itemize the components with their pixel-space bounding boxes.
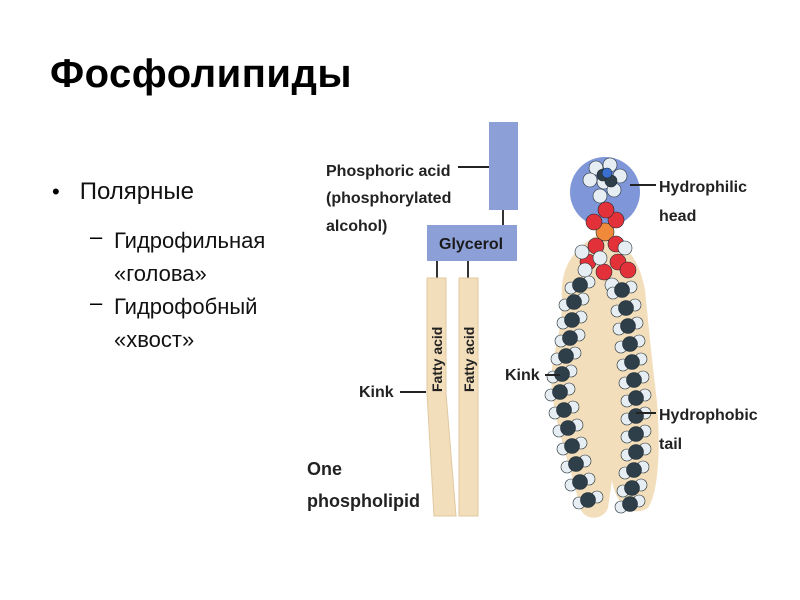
sub-item-hydrophobic: – Гидрофобный «хвост»: [90, 290, 257, 356]
hydrogen-atom: [592, 250, 608, 266]
kink-label-left: Kink: [359, 384, 394, 401]
hydrogen-atom: [617, 240, 633, 256]
carbon-atom: [628, 390, 644, 406]
carbon-atom: [626, 462, 642, 478]
hydrophobic-label-line1: Hydrophobic: [659, 407, 758, 424]
carbon-atom: [558, 348, 574, 364]
oxygen-atom: [607, 211, 625, 229]
glycerol-block: [427, 225, 517, 261]
phosphorus-atom: [595, 222, 615, 242]
hydrogen-atom: [574, 244, 590, 260]
phosphoric-label-line3: alcohol): [326, 218, 387, 235]
oxygen-atom: [585, 213, 603, 231]
hydrophobic-label-line2: tail: [659, 436, 682, 453]
phosphate-block: [489, 122, 518, 210]
carbon-atom: [566, 294, 582, 310]
carbon-atom: [614, 282, 630, 298]
carbon-atom: [556, 402, 572, 418]
carbon-atom: [618, 300, 634, 316]
phosphoric-label-line1: Phosphoric acid: [326, 163, 450, 180]
bullet-polar: • Полярные: [52, 178, 194, 206]
carbon-atom: [624, 354, 640, 370]
glycerol-label: Glycerol: [439, 236, 503, 253]
oxygen-atom: [619, 261, 637, 279]
hydrogen-atom: [582, 172, 598, 188]
slide-title: Фосфолипиды: [50, 52, 353, 96]
fatty-acid-label-left: Fatty acid: [429, 327, 445, 392]
carbon-atom: [552, 384, 568, 400]
fatty-acid-chain-left: [426, 277, 457, 517]
carbon-atom: [564, 438, 580, 454]
nitrogen-atom: [601, 167, 613, 179]
carbon-atom: [572, 474, 588, 490]
sub-item-text: Гидрофильная «голова»: [114, 228, 266, 286]
carbon-atom: [622, 336, 638, 352]
fatty-acid-chain-right: [458, 277, 479, 517]
oxygen-atom: [595, 263, 613, 281]
carbon-atom: [572, 277, 588, 293]
hydrogen-atom: [592, 188, 608, 204]
carbon-atom: [562, 330, 578, 346]
dash-marker: –: [90, 224, 103, 249]
kink-label-right: Kink: [505, 367, 540, 384]
sub-item-text: Гидрофобный «хвост»: [114, 294, 258, 352]
bullet-text: Полярные: [79, 178, 194, 205]
bullet-dot: •: [52, 179, 60, 204]
molecule-atoms: [544, 157, 652, 514]
carbon-atom: [628, 444, 644, 460]
phosphoric-label-line2: (phosphorylated: [326, 190, 451, 207]
dash-marker: –: [90, 290, 103, 315]
fatty-acid-label-right: Fatty acid: [461, 327, 477, 392]
hydrophilic-label-line1: Hydrophilic: [659, 179, 747, 196]
carbon-atom: [628, 426, 644, 442]
phospholipid-diagram: Glycerol Fatty acid Fatty acid Phosphori…: [307, 122, 758, 518]
carbon-atom: [560, 420, 576, 436]
one-phospholipid-line2: phospholipid: [307, 491, 420, 511]
hydrogen-atom: [577, 262, 593, 278]
carbon-atom: [564, 312, 580, 328]
carbon-atom: [620, 318, 636, 334]
carbon-atom: [626, 372, 642, 388]
carbon-atom: [568, 456, 584, 472]
oxygen-atom: [597, 201, 615, 219]
carbon-atom: [622, 496, 638, 512]
carbon-atom: [580, 492, 596, 508]
one-phospholipid-line1: One: [307, 459, 342, 479]
hydrophilic-label-line2: head: [659, 208, 696, 225]
carbon-atom: [624, 480, 640, 496]
carbon-atom: [628, 408, 644, 424]
sub-item-hydrophilic: – Гидрофильная «голова»: [90, 224, 265, 290]
